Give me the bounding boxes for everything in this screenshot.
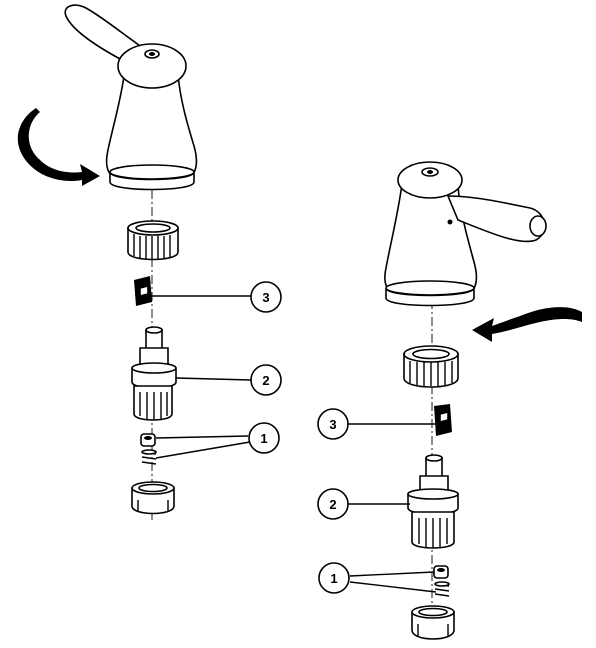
- left-bonnet-nut: [127, 220, 179, 261]
- svg-text:3: 3: [262, 290, 269, 305]
- left-adapter-part: [134, 276, 152, 306]
- right-callout-3: 3: [317, 408, 349, 440]
- svg-text:1: 1: [330, 571, 337, 586]
- curved-arrow-clockwise-icon: [17, 108, 100, 186]
- right-bottom-sleeve: [411, 605, 455, 640]
- left-seat-spring-part: [140, 433, 157, 465]
- right-adapter-part: [434, 404, 452, 436]
- right-callout-2: 2: [317, 488, 349, 520]
- right-cartridge-part: [407, 454, 459, 549]
- left-callout-1: 1: [248, 422, 280, 454]
- right-assembly: 3 2 1: [317, 161, 582, 640]
- curved-arrow-counterclockwise-icon: [472, 307, 582, 342]
- svg-text:3: 3: [329, 417, 336, 432]
- left-handle: [64, 4, 198, 191]
- svg-text:2: 2: [262, 373, 269, 388]
- left-callout-3: 3: [250, 281, 282, 313]
- right-bonnet-nut: [403, 345, 459, 388]
- right-handle: [384, 161, 547, 307]
- right-seat-spring-part: [433, 565, 450, 597]
- left-callout-2: 2: [250, 364, 282, 396]
- svg-text:2: 2: [329, 497, 336, 512]
- right-callout-1: 1: [318, 562, 350, 594]
- left-bottom-sleeve: [131, 481, 175, 515]
- left-cartridge-part: [131, 326, 177, 421]
- left-assembly: 3 2 1: [17, 4, 282, 520]
- svg-text:1: 1: [260, 431, 267, 446]
